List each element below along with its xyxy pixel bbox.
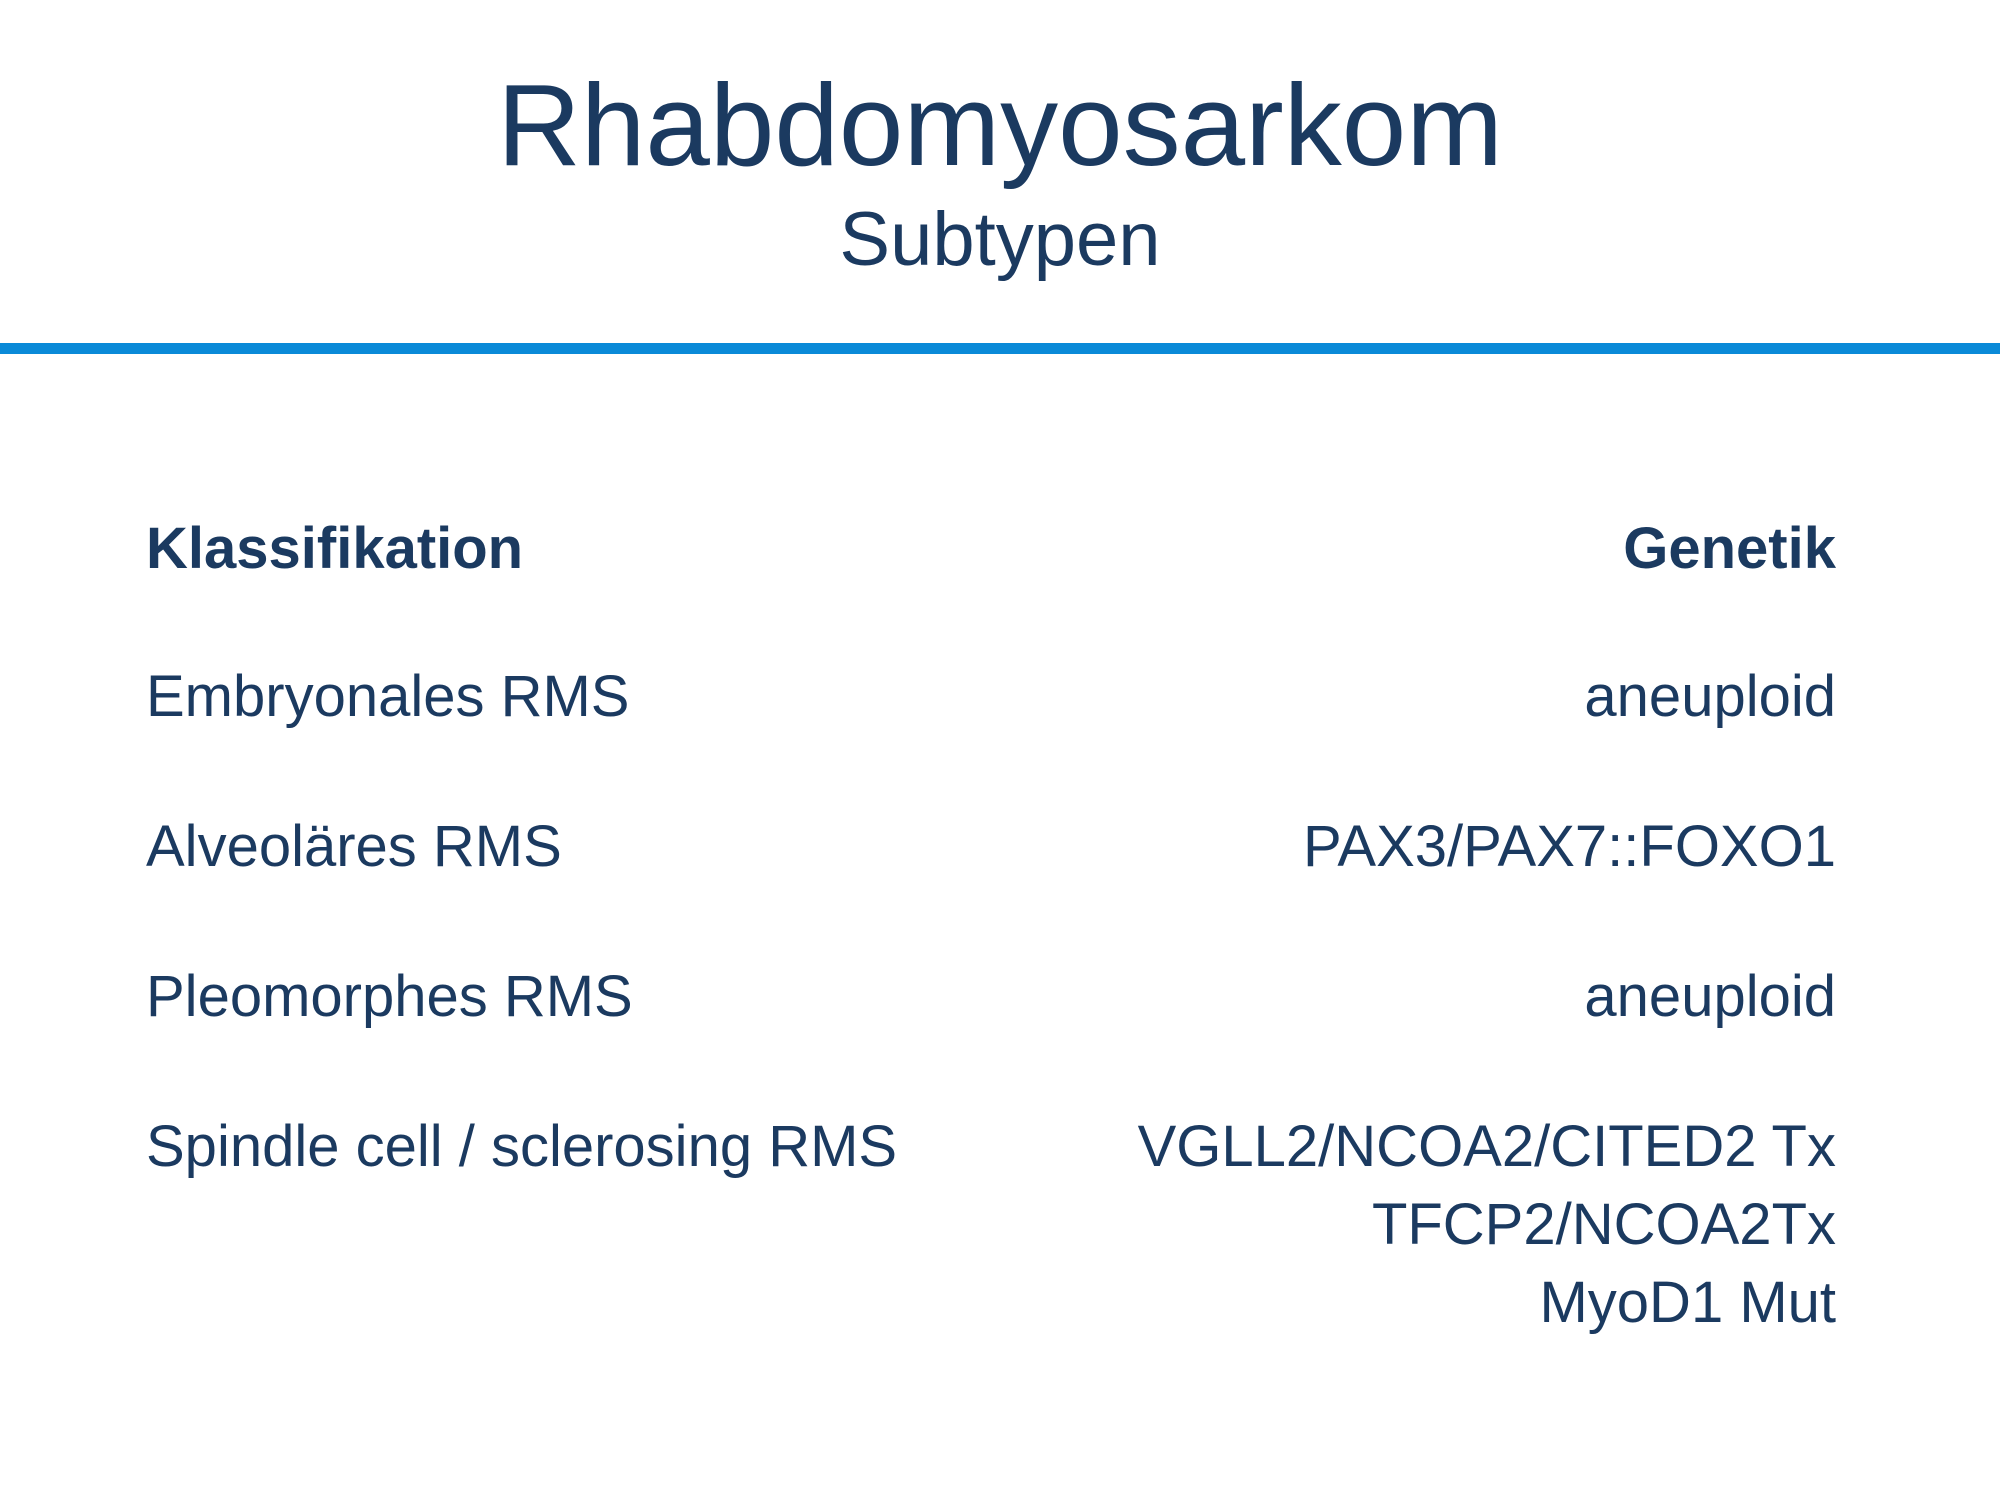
- table-header-row: Klassifikation Genetik: [146, 510, 1836, 588]
- table-row: Embryonales RMS aneuploid: [146, 658, 1836, 736]
- genetics-line: MyoD1 Mut: [1539, 1270, 1836, 1335]
- genetics-line: VGLL2/NCOA2/CITED2 Tx: [1137, 1114, 1836, 1179]
- genetics-line: aneuploid: [1584, 664, 1836, 729]
- table-row: Spindle cell / sclerosing RMS VGLL2/NCOA…: [146, 1108, 1836, 1342]
- title-divider: [0, 343, 2000, 354]
- row-classification: Spindle cell / sclerosing RMS: [146, 1114, 898, 1179]
- table-row: Alveoläres RMS PAX3/PAX7::FOXO1: [146, 808, 1836, 886]
- row-genetics: aneuploid: [1584, 658, 1836, 736]
- row-classification: Alveoläres RMS: [146, 814, 562, 879]
- row-genetics: VGLL2/NCOA2/CITED2 Tx TFCP2/NCOA2Tx MyoD…: [1138, 1108, 1836, 1342]
- header-genetics: Genetik: [1623, 516, 1836, 581]
- row-genetics: aneuploid: [1584, 958, 1836, 1036]
- subtype-table: Klassifikation Genetik Embryonales RMS a…: [146, 510, 1836, 1414]
- genetics-line: aneuploid: [1584, 964, 1836, 1029]
- genetics-line: PAX3/PAX7::FOXO1: [1303, 814, 1836, 879]
- header-classification: Klassifikation: [146, 516, 524, 581]
- slide-subtitle: Subtypen: [839, 197, 1161, 282]
- row-classification: Embryonales RMS: [146, 664, 630, 729]
- table-row: Pleomorphes RMS aneuploid: [146, 958, 1836, 1036]
- row-genetics: PAX3/PAX7::FOXO1: [1303, 808, 1836, 886]
- row-classification: Pleomorphes RMS: [146, 964, 633, 1029]
- slide-title: Rhabdomyosarkom: [497, 60, 1503, 190]
- genetics-line: TFCP2/NCOA2Tx: [1371, 1192, 1836, 1257]
